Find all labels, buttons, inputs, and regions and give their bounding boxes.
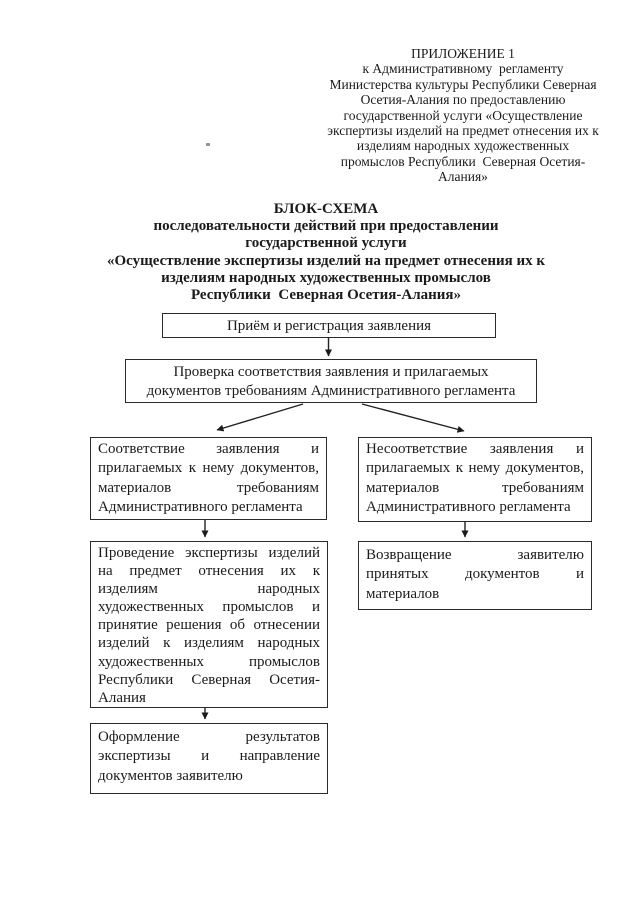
flow-box-compliance: Соответствие заявления и прилагаемых к не…	[90, 437, 327, 520]
text-line: Несоответствие заявления и	[366, 441, 584, 457]
text-line: прилагаемых к нему документов,	[98, 460, 319, 477]
text-line: Возвращение заявителю	[366, 547, 584, 563]
text-line: материалов требованиям	[98, 479, 319, 496]
text-line: к Административному регламенту	[362, 61, 564, 77]
text-line: документов требованиям Административного…	[146, 383, 516, 399]
text-line: БЛОК-СХЕМА	[273, 201, 379, 217]
text-line: Республики Северная Осетия-Алания»	[190, 287, 462, 304]
flow-box-check: Проверка соответствия заявления и прилаг…	[125, 359, 537, 403]
text-line: Административного регламента	[98, 499, 303, 516]
flow-box-reception: Приём и регистрация заявления	[162, 313, 496, 338]
text-line: Проверка соответствия заявления и прилаг…	[173, 364, 489, 380]
text-line: изделиям народных	[98, 581, 320, 598]
text-line: экспертизы изделий на предмет отнесения …	[327, 123, 599, 139]
text-line: последовательности действий при предоста…	[153, 218, 499, 235]
text-line: «Осуществление экспертизы изделий на пре…	[106, 252, 546, 269]
text-line: Соответствие заявления и	[98, 441, 319, 457]
text-line: Административного регламента	[366, 499, 571, 516]
flow-box-return: Возвращение заявителю принятых документов…	[358, 541, 592, 610]
text-line: Проведение экспертизы изделий	[98, 545, 320, 561]
text-line: изделий к изделиям народных	[98, 635, 320, 652]
text-line: Министерства культуры Республики Северна…	[329, 76, 597, 92]
text-line: Республики Северная Осетия-	[98, 671, 320, 688]
text-line: изделиям народных художественных	[356, 138, 570, 154]
text-line: ПРИЛОЖЕНИЕ 1	[411, 46, 515, 61]
text-line: Алания»	[438, 169, 488, 185]
arrow-check-to-noncompliance	[361, 403, 465, 433]
text-line: принятых документов и	[366, 566, 584, 583]
text-line: государственной услуги	[245, 235, 407, 252]
text-line: прилагаемых к нему документов,	[366, 460, 584, 477]
text-line: художественных промыслов	[98, 653, 320, 670]
scan-artifact-dot	[206, 143, 210, 146]
text-line: Оформление результатов	[98, 729, 320, 745]
text-line: принятие решения об отнесении	[98, 617, 320, 634]
text-line: государственной услуги «Осуществление	[343, 107, 583, 123]
text-line: промыслов Республики Северная Осетия-	[340, 153, 586, 169]
text-line: материалов требованиям	[366, 479, 584, 496]
text-line: художественных промыслов и	[98, 599, 320, 616]
text-line: Алания	[98, 689, 146, 706]
text-line: на предмет отнесения их к	[98, 563, 320, 580]
text-line: материалов	[366, 585, 440, 602]
text-line: Осетия-Алания по предоставлению	[360, 92, 566, 108]
flow-box-expertise: Проведение экспертизы изделий на предмет …	[90, 541, 328, 708]
text-line: экспертизы и направление	[98, 748, 320, 765]
text-line: документов заявителю	[98, 767, 243, 784]
text-line: изделиям народных художественных промысл…	[161, 269, 491, 286]
arrow-check-to-compliance	[216, 403, 304, 432]
flow-box-noncompliance: Несоответствие заявления и прилагаемых к …	[358, 437, 592, 522]
flow-box-results: Оформление результатов экспертизы и напра…	[90, 723, 328, 794]
text-line: Приём и регистрация заявления	[226, 318, 432, 334]
